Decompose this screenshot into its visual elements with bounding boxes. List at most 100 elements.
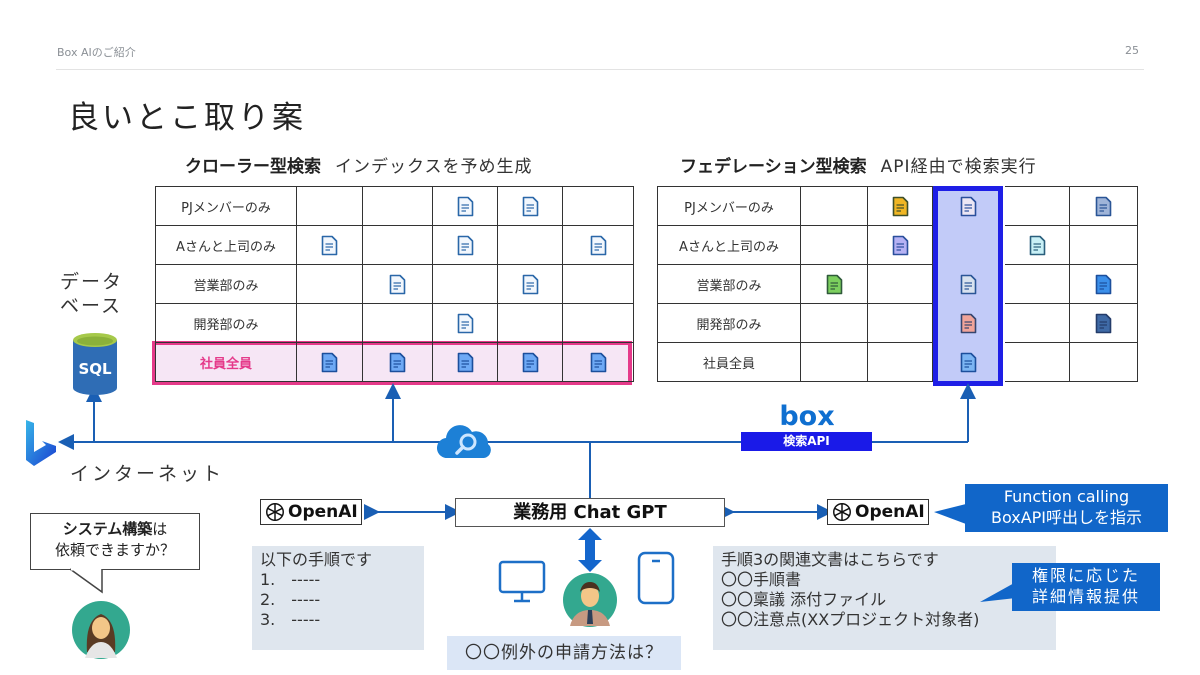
document-icon xyxy=(960,352,977,373)
openai-icon xyxy=(266,503,284,521)
federation-cell xyxy=(933,187,1005,226)
document-icon xyxy=(389,274,406,295)
standard-answer-box: 以下の手順です 1. ----- 2. ----- 3. ----- xyxy=(252,546,424,650)
speech-bold: システム構築 xyxy=(62,520,153,538)
answer-line: 〇〇注意点(XXプロジェクト対象者) xyxy=(721,610,980,629)
cloud-search-icon xyxy=(436,422,494,460)
crawler-title-sub: インデックスを予め生成 xyxy=(335,157,533,177)
openai-right-label: OpenAI xyxy=(855,502,925,522)
document-icon xyxy=(457,352,474,373)
federation-cell xyxy=(1069,264,1138,304)
page-number: 25 xyxy=(1125,44,1139,57)
crawler-cell xyxy=(362,225,433,265)
document-icon xyxy=(1095,274,1112,295)
document-icon xyxy=(522,352,539,373)
federation-cell xyxy=(1004,303,1070,343)
crawler-row: Aさんと上司のみ xyxy=(155,225,634,265)
federation-cell xyxy=(867,342,933,382)
federation-row-label: 社員全員 xyxy=(657,342,801,382)
federation-cell xyxy=(933,265,1005,304)
function-callout-tail xyxy=(934,504,966,524)
permission-callout-line1: 権限に応じた xyxy=(1031,566,1140,585)
crawler-cell xyxy=(497,303,563,343)
crawler-row: PJメンバーのみ xyxy=(155,186,634,226)
federation-row-label: Aさんと上司のみ xyxy=(657,225,801,265)
permission-callout: 権限に応じた 詳細情報提供 xyxy=(1012,563,1160,611)
document-icon xyxy=(321,352,338,373)
federation-title-sub: API経由で検索実行 xyxy=(880,157,1037,177)
crawler-cell xyxy=(562,186,634,226)
federation-row: 社員全員 xyxy=(657,342,1138,382)
permission-callout-line2: 詳細情報提供 xyxy=(1031,587,1140,606)
federation-cell xyxy=(1069,186,1138,226)
document-icon xyxy=(1095,313,1112,334)
federation-row: 営業部のみ xyxy=(657,264,1138,304)
user-double-arrow xyxy=(578,528,602,572)
speech-tail xyxy=(69,568,103,594)
crawler-cell xyxy=(432,225,498,265)
answer-line: 1. ----- xyxy=(260,570,321,589)
document-icon xyxy=(522,196,539,217)
federation-row: PJメンバーのみ xyxy=(657,186,1138,226)
crawler-row-label: 営業部のみ xyxy=(155,264,297,304)
section-label: Box AIのご紹介 xyxy=(57,46,136,59)
answer-line: 手順3の関連文書はこちらです xyxy=(721,550,939,569)
business-chatgpt-box: 業務用 Chat GPT xyxy=(455,498,725,527)
document-icon xyxy=(457,313,474,334)
document-icon xyxy=(1029,235,1046,256)
document-icon xyxy=(457,235,474,256)
box-logo: box xyxy=(779,400,834,432)
document-icon xyxy=(960,313,977,334)
openai-right-logo: OpenAI xyxy=(827,499,929,525)
openai-left-logo: OpenAI xyxy=(260,499,362,525)
federation-cell xyxy=(800,342,868,382)
document-icon xyxy=(960,274,977,295)
crawler-title-bold: クローラー型検索 xyxy=(185,157,321,177)
sql-database-icon: SQL xyxy=(71,332,119,396)
federation-row: Aさんと上司のみ xyxy=(657,225,1138,265)
speech-rest: は xyxy=(152,520,168,538)
federation-row-label: PJメンバーのみ xyxy=(657,186,801,226)
document-icon xyxy=(590,235,607,256)
crawler-row: 営業部のみ xyxy=(155,264,634,304)
database-label-line1: データ xyxy=(60,271,124,293)
crawler-cell xyxy=(296,342,363,382)
svg-text:box: box xyxy=(780,401,834,430)
answer-line: 以下の手順です xyxy=(260,550,373,569)
federation-title-bold: フェデレーション型検索 xyxy=(680,157,867,177)
crawler-cell xyxy=(432,186,498,226)
document-icon xyxy=(960,196,977,217)
answer-line: 〇〇手順書 xyxy=(721,570,802,589)
box-search-api-label: 検索API xyxy=(741,432,872,451)
header-divider xyxy=(56,69,1144,70)
federation-cell xyxy=(1069,303,1138,343)
document-icon xyxy=(457,196,474,217)
speech-bubble: システム構築は 依頼できますか？ xyxy=(30,513,200,570)
permission-callout-tail xyxy=(980,582,1016,602)
database-label: データ ベース xyxy=(60,270,123,318)
federation-cell xyxy=(1069,342,1138,382)
crawler-cell xyxy=(432,303,498,343)
crawler-row-label: PJメンバーのみ xyxy=(155,186,297,226)
federation-row-label: 営業部のみ xyxy=(657,264,801,304)
document-icon xyxy=(321,235,338,256)
document-icon xyxy=(892,196,909,217)
answer-line: 3. ----- xyxy=(260,610,321,629)
tablet-icon xyxy=(636,550,676,606)
openai-left-label: OpenAI xyxy=(288,502,358,522)
answer-line: 〇〇稟議 添付ファイル xyxy=(721,590,887,609)
document-icon xyxy=(1095,196,1112,217)
woman-avatar xyxy=(71,600,131,660)
document-icon xyxy=(522,274,539,295)
monitor-icon xyxy=(498,560,546,604)
crawler-cell xyxy=(296,225,363,265)
crawler-row: 社員全員 xyxy=(155,342,634,382)
document-icon xyxy=(826,274,843,295)
svg-text:SQL: SQL xyxy=(78,360,112,378)
crawler-cell xyxy=(432,342,498,382)
document-icon xyxy=(590,352,607,373)
federation-cell xyxy=(933,343,1005,382)
speech-line2: 依頼できますか？ xyxy=(54,541,175,559)
